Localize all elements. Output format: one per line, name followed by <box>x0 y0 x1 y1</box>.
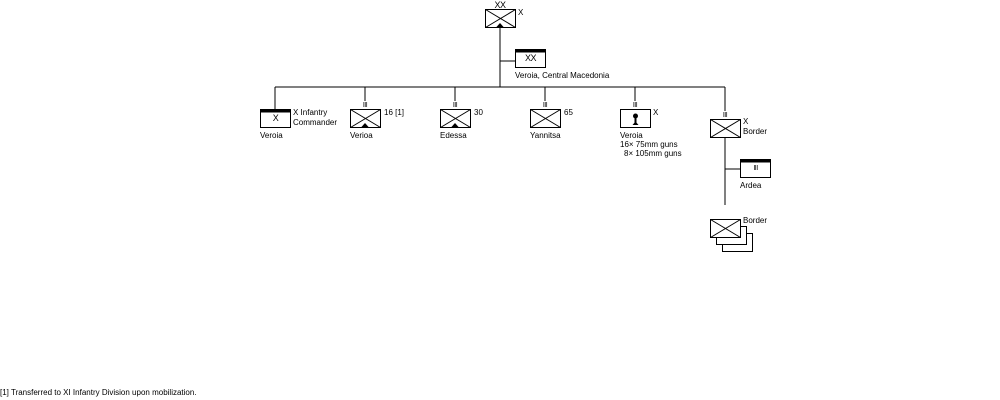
artillery-location: Veroia <box>620 131 643 140</box>
regiment-16-echelon-marker: III <box>363 102 368 109</box>
border-regiment-designation-line2: Border <box>743 127 767 136</box>
division-hq-symbol: XX Veroia, Central Macedonia <box>515 49 610 80</box>
infantry-command-symbol: X X Infantry Commander Veroia <box>260 108 337 140</box>
infantry-command-echelon-marker: X <box>273 113 279 123</box>
regiment-30-location: Edessa <box>440 131 467 140</box>
artillery-designation: X <box>653 108 659 117</box>
infantry-command-location: Veroia <box>260 131 283 140</box>
border-regiment-hq-location: Ardea <box>740 181 762 190</box>
connector-lines <box>274 27 740 205</box>
regiment-65-symbol: III 65 Yannitsa <box>530 102 573 140</box>
artillery-icon <box>633 113 638 119</box>
division-echelon-marker: XX <box>494 0 506 10</box>
border-battalions-symbol: Border <box>710 216 767 252</box>
border-regiment-hq-symbol: III Ardea <box>740 159 771 190</box>
artillery-equipment-2: 8× 105mm guns <box>624 149 682 158</box>
infantry-command-designation: X Infantry <box>293 108 327 117</box>
footnote: [1] Transferred to XI Infantry Division … <box>0 388 197 397</box>
regiment-30-designation: 30 <box>474 108 483 117</box>
regiment-16-symbol: III 16 [1] Verioa <box>350 102 404 140</box>
regiment-16-designation: 16 [1] <box>384 108 404 117</box>
regiment-30-symbol: III 30 Edessa <box>440 102 483 140</box>
division-symbol: XX X <box>485 0 524 28</box>
border-regiment-hq-echelon-marker: III <box>753 165 758 172</box>
border-regiment-echelon-marker: III <box>723 112 728 119</box>
division-hq-location: Veroia, Central Macedonia <box>515 71 610 80</box>
artillery-echelon-marker: III <box>633 102 638 109</box>
regiment-65-echelon-marker: III <box>543 102 548 109</box>
division-hq-echelon-marker: XX <box>525 53 537 63</box>
artillery-regiment-symbol: III X Veroia 16× 75mm guns 8× 105mm guns <box>620 102 682 158</box>
regiment-16-location: Verioa <box>350 131 373 140</box>
division-designation: X <box>518 8 524 17</box>
infantry-command-designation-line2: Commander <box>293 118 337 127</box>
regiment-65-designation: 65 <box>564 108 573 117</box>
border-regiment-symbol: III X Border <box>710 112 767 138</box>
border-battalions-designation: Border <box>743 216 767 225</box>
regiment-65-location: Yannitsa <box>530 131 561 140</box>
regiment-30-echelon-marker: III <box>453 102 458 109</box>
artillery-equipment-1: 16× 75mm guns <box>620 140 678 149</box>
border-regiment-designation: X <box>743 117 749 126</box>
